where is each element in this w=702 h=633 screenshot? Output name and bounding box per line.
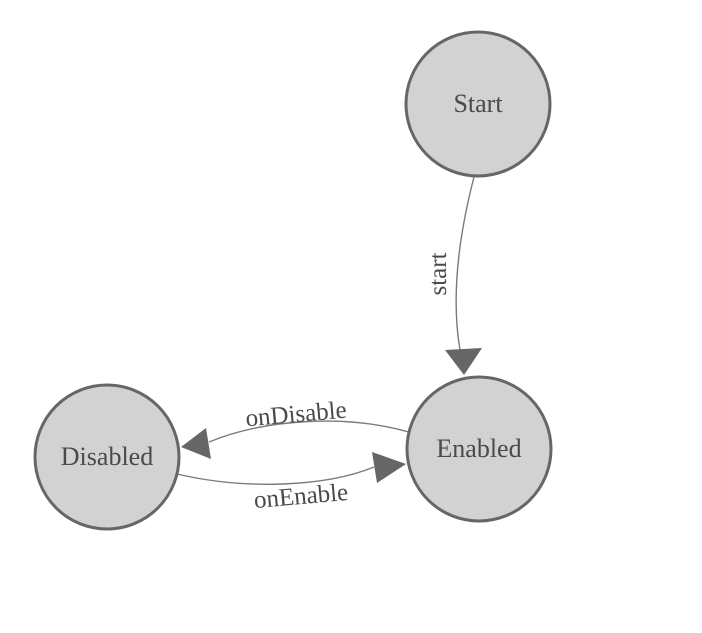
state-label-enabled: Enabled: [436, 434, 521, 463]
state-node-disabled[interactable]: Disabled: [33, 383, 181, 531]
state-label-start: Start: [453, 89, 503, 118]
state-node-enabled[interactable]: Enabled: [405, 375, 553, 523]
edge-line-ondisable: [208, 420, 410, 443]
edge-enabled-to-disabled: onDisable: [181, 397, 410, 459]
edge-label-start: start: [425, 252, 452, 295]
edge-line-start: [455, 176, 475, 351]
arrowhead-enabled-to-disabled: [181, 428, 211, 459]
state-node-start[interactable]: Start: [404, 30, 552, 178]
arrowhead-disabled-to-enabled: [372, 452, 406, 483]
state-circle-start: [404, 30, 552, 178]
edge-disabled-to-enabled: onEnable: [176, 452, 406, 514]
edge-line-onenable: [176, 466, 375, 485]
state-circle-disabled: [33, 383, 181, 531]
edge-label-ondisable: onDisable: [244, 397, 347, 433]
edge-start-to-enabled: start: [425, 176, 482, 375]
state-circle-enabled: [405, 375, 553, 523]
state-label-disabled: Disabled: [61, 442, 153, 471]
arrowhead-start-to-enabled: [445, 348, 482, 375]
